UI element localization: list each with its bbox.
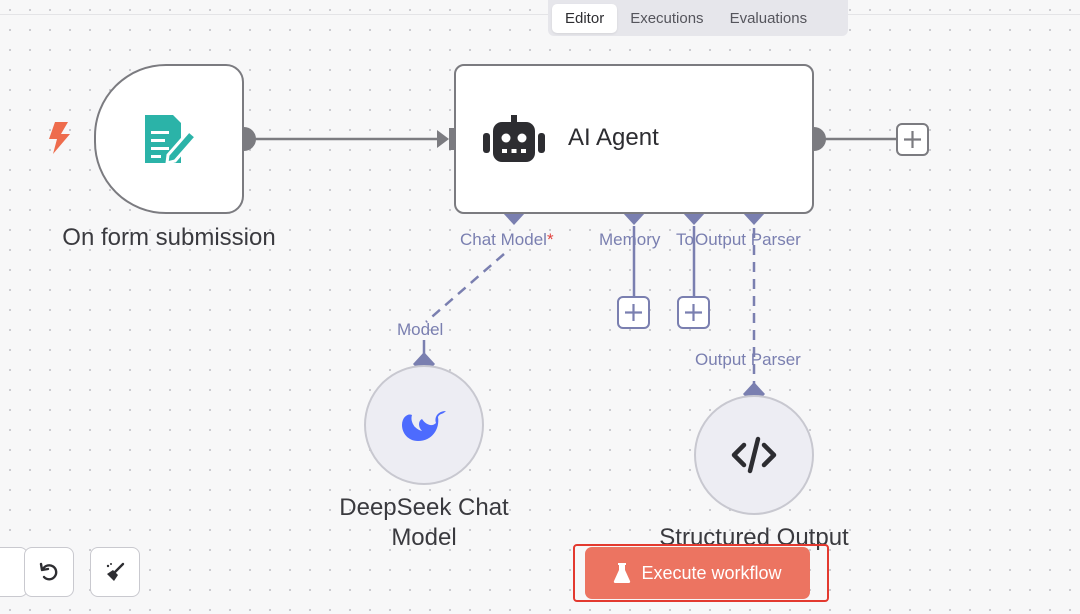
- lightning-icon: [49, 122, 70, 154]
- code-icon: [731, 436, 777, 474]
- robot-icon: [483, 115, 545, 162]
- deepseek-label: DeepSeek Chat Model: [339, 494, 509, 551]
- output-parser-input-label: Output Parser: [695, 350, 801, 369]
- view-tabs: Editor Executions Evaluations: [548, 0, 848, 36]
- tab-executions[interactable]: Executions: [630, 9, 704, 27]
- form-icon: [145, 115, 199, 165]
- execute-workflow-label: Execute workflow: [641, 562, 782, 583]
- chat-model-port-label: Chat Model*: [460, 230, 554, 249]
- undo-button[interactable]: [24, 547, 74, 597]
- tool-port-label: To: [676, 230, 694, 249]
- connection-chat-model: [425, 253, 505, 323]
- add-tool-button[interactable]: [677, 296, 710, 329]
- top-divider: [0, 14, 1080, 15]
- model-port-label: Model: [397, 320, 444, 339]
- deepseek-whale-icon: [402, 411, 446, 441]
- tidy-up-button[interactable]: [90, 547, 140, 597]
- tab-editor[interactable]: Editor: [552, 3, 618, 33]
- agent-title: AI Agent: [568, 124, 659, 151]
- output-parser-port-label: Output Parser: [695, 230, 801, 249]
- execute-workflow-button[interactable]: Execute workflow: [585, 547, 810, 599]
- flask-icon: [614, 563, 631, 583]
- node-on-form-submission[interactable]: [94, 64, 244, 214]
- add-memory-button[interactable]: [617, 296, 650, 329]
- broom-icon: [106, 562, 125, 581]
- structured-output-label: Structured Output: [659, 524, 849, 551]
- undo-icon: [39, 562, 58, 581]
- connection-arrow: [437, 130, 449, 148]
- trigger-label: On form submission: [62, 224, 276, 251]
- memory-port-label: Memory: [599, 230, 661, 249]
- tab-evaluations[interactable]: Evaluations: [729, 9, 808, 27]
- add-after-agent-button[interactable]: [896, 123, 929, 156]
- execute-highlight-outline: [573, 544, 829, 602]
